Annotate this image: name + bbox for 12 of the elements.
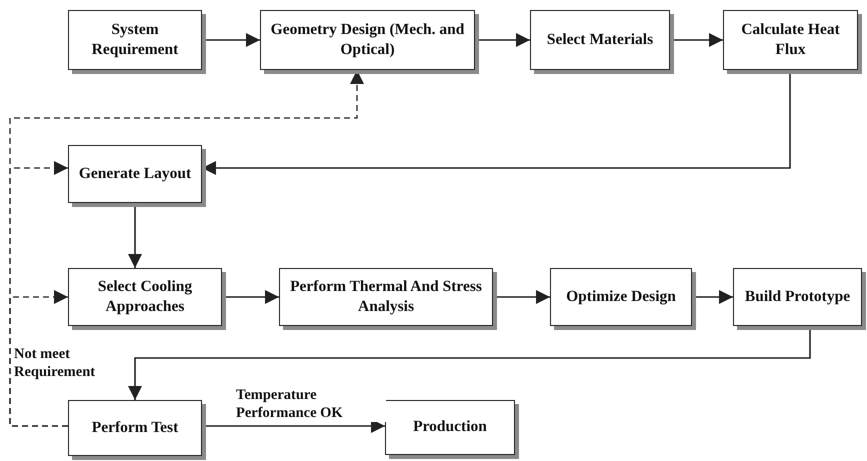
step-label: Build Prototype xyxy=(744,286,850,307)
step-label: Generate Layout xyxy=(78,164,192,184)
step-label: Production xyxy=(413,417,487,438)
step-label: Calculate Heat Flux xyxy=(740,20,841,60)
step-label: Perform Test xyxy=(92,418,178,438)
dashed-arrow xyxy=(9,290,68,427)
step-label: System Requirement xyxy=(90,20,180,60)
step-label: Geometry Design (Mech. and Optical) xyxy=(270,20,466,60)
step-label: Select Cooling Approaches xyxy=(96,276,194,317)
step-label: Select Materials xyxy=(546,30,654,50)
step-label: Perform Thermal And Stress Analysis xyxy=(289,276,483,317)
step-label: Optimize Design xyxy=(566,286,676,307)
